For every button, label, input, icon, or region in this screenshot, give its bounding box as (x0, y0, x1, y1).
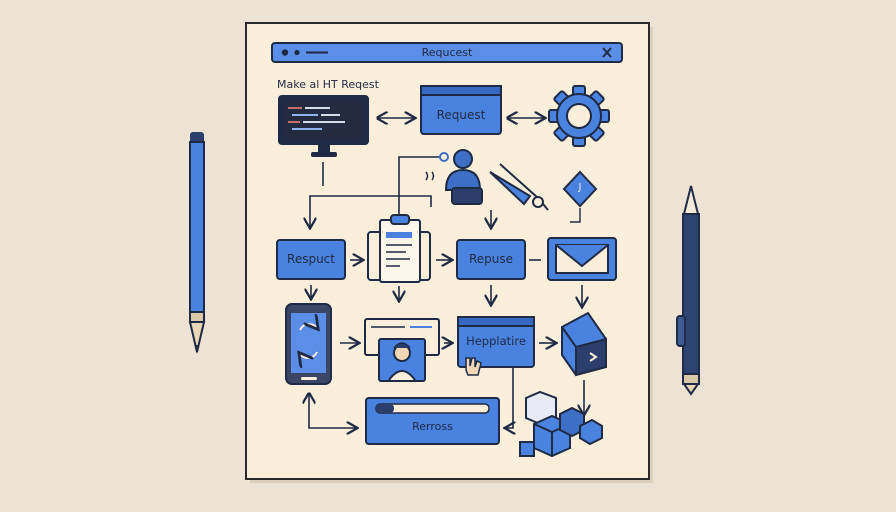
respuct-node (276, 239, 346, 280)
clipboard-document-icon (367, 214, 431, 283)
hepplatire-node (457, 316, 535, 376)
pen-left-icon (188, 132, 206, 354)
diamond-badge-icon (562, 170, 598, 223)
respuct-label: Respuct (287, 252, 335, 266)
window-title: Requcest (421, 46, 473, 59)
repuse-label: Repuse (468, 252, 514, 266)
envelope-icon (547, 237, 617, 281)
pen-right-icon (676, 185, 700, 396)
arrow-phone-rerross (309, 394, 356, 428)
request-label: Request (436, 108, 486, 122)
browser-user-icon (364, 318, 440, 382)
arrow-to-rerross (506, 367, 513, 428)
connector-to-respuct (310, 195, 432, 227)
repuse-node (456, 239, 526, 280)
gear-icon (548, 85, 610, 147)
hepplatire-label: Hepplatire (466, 334, 526, 348)
diamond-badge-label: J (578, 182, 582, 193)
diagram-caption: Make al HT Reqest (277, 78, 379, 91)
phone-sync-icon (285, 303, 332, 385)
window-titlebar (271, 42, 623, 63)
rerross-label: Rerross (412, 420, 453, 433)
rerross-node (365, 397, 500, 445)
cubes-icon (519, 390, 603, 458)
monitor-code-icon (278, 95, 369, 157)
scissors-icon (489, 163, 549, 211)
connector-hook (399, 156, 440, 230)
connector-dot (439, 152, 449, 162)
request-node (420, 85, 502, 135)
person-icon (425, 149, 483, 205)
server-box-icon (561, 311, 607, 377)
